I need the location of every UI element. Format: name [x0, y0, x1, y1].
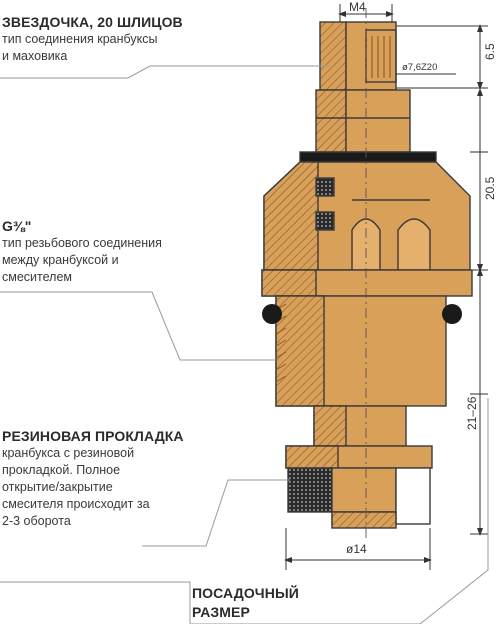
label-star-desc-1: тип соединения кранбуксы	[2, 32, 158, 46]
label-gasket-title: РЕЗИНОВАЯ ПРОКЛАДКА	[2, 428, 184, 444]
dimension-lines	[284, 4, 488, 570]
label-thread: G⅜" тип резьбового соединения между кран…	[2, 218, 162, 286]
label-gasket-desc-2: прокладкой. Полное	[2, 463, 121, 477]
label-landing-size: ПОСАДОЧНЫЙ РАЗМЕР	[192, 584, 299, 622]
dim-base-diameter: ø14	[346, 542, 367, 556]
dim-spline-diameter: ø7,6Z20	[402, 62, 437, 73]
label-gasket-desc-5: 2-3 оборота	[2, 514, 71, 528]
label-gasket-desc-4: смесителя происходит за	[2, 497, 150, 511]
label-thread-desc-2: между кранбуксой и	[2, 253, 119, 267]
label-thread-desc-3: смесителем	[2, 270, 72, 284]
label-thread-desc-1: тип резьбового соединения	[2, 236, 162, 250]
dim-height-mid: 20.5	[483, 176, 497, 200]
label-star-title: ЗВЕЗДОЧКА, 20 ШЛИЦОВ	[2, 14, 183, 30]
label-gasket-desc-1: кранбукса с резиновой	[2, 446, 135, 460]
dim-height-bottom: 21–26	[465, 396, 479, 430]
leader-lines	[0, 65, 489, 624]
label-star-splines: ЗВЕЗДОЧКА, 20 ШЛИЦОВ тип соединения кран…	[2, 14, 183, 65]
cartridge-body	[261, 21, 473, 529]
dim-height-top: 6.5	[483, 43, 497, 60]
label-star-desc-2: и маховика	[2, 49, 68, 63]
label-gasket-desc-3: открытие/закрытие	[2, 480, 113, 494]
label-gasket: РЕЗИНОВАЯ ПРОКЛАДКА кранбукса с резиново…	[2, 428, 184, 530]
label-thread-title: G⅜"	[2, 218, 32, 234]
label-landing-line-1: ПОСАДОЧНЫЙ	[192, 585, 299, 601]
label-landing-line-2: РАЗМЕР	[192, 604, 250, 620]
dim-m4: M4	[349, 0, 366, 14]
